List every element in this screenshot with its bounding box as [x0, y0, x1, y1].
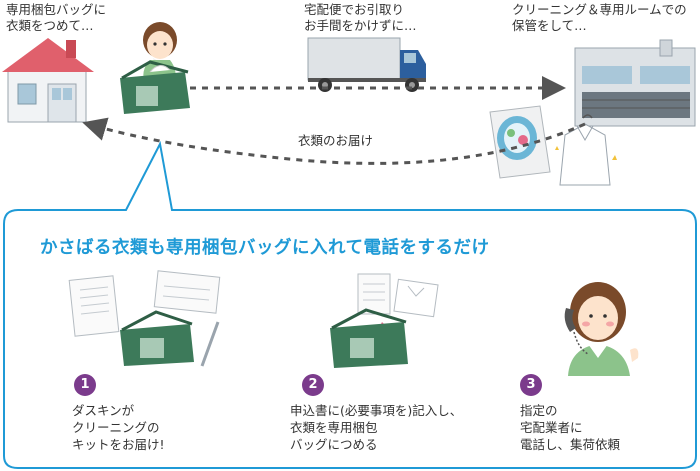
step1-kit-illustration	[68, 270, 221, 367]
storage-label-line1: クリーニング＆専用ルームでの	[512, 2, 687, 17]
step1-text-line1: ダスキンが	[72, 403, 135, 418]
step2-text-line2: 衣類を専用梱包	[290, 420, 378, 435]
telephone-icon	[564, 308, 589, 355]
application-form-icon	[357, 273, 391, 315]
delivery-label-line2: お手間をかけずに…	[304, 18, 417, 33]
step3-text-line1: 指定の	[520, 403, 558, 418]
folded-shirt-icon	[393, 278, 439, 318]
step1-text-line2: クリーニングの	[72, 420, 160, 435]
step3-text-line3: 電話し、集荷依頼	[520, 437, 621, 452]
headline: かさばる衣類も専用梱包バッグに入れて電話をするだけ	[40, 238, 490, 258]
flow-illustration	[2, 22, 696, 186]
bag-label-line2: 衣類をつめて…	[6, 18, 94, 33]
storage-label-line2: 保管をして…	[512, 18, 587, 33]
form-icon	[153, 270, 221, 314]
shirt-icon	[555, 114, 617, 186]
factory-icon	[574, 39, 696, 127]
document-icon	[68, 275, 120, 337]
step3-number-badge: 3	[520, 374, 542, 396]
washing-machine-icon	[489, 105, 551, 179]
hand-icon	[630, 348, 639, 362]
return-arrow	[82, 117, 586, 165]
bag-label-line1: 専用梱包バッグに	[6, 2, 107, 17]
step1-number-badge: 1	[74, 374, 96, 396]
bag-icon	[330, 308, 408, 368]
bag-icon	[120, 310, 194, 366]
truck-icon	[307, 37, 426, 92]
house-icon	[2, 38, 94, 123]
delivery-label-line1: 宅配便でお引取り	[304, 2, 405, 17]
step3-text-line2: 宅配業者に	[520, 420, 583, 435]
operator-woman-icon	[568, 282, 630, 376]
return-label: 衣類のお届け	[298, 133, 374, 148]
step2-text-line1: 申込書に(必要事項を)記入し、	[290, 403, 463, 418]
pen-icon	[200, 321, 220, 367]
step2-packing-illustration	[330, 273, 439, 368]
step1-text-line3: キットをお届け!	[72, 437, 165, 452]
step3-phone-call-illustration	[564, 282, 639, 376]
step2-text-line3: バッグにつめる	[290, 437, 378, 452]
packing-bag-icon	[120, 60, 190, 114]
step2-number-badge: 2	[302, 374, 324, 396]
